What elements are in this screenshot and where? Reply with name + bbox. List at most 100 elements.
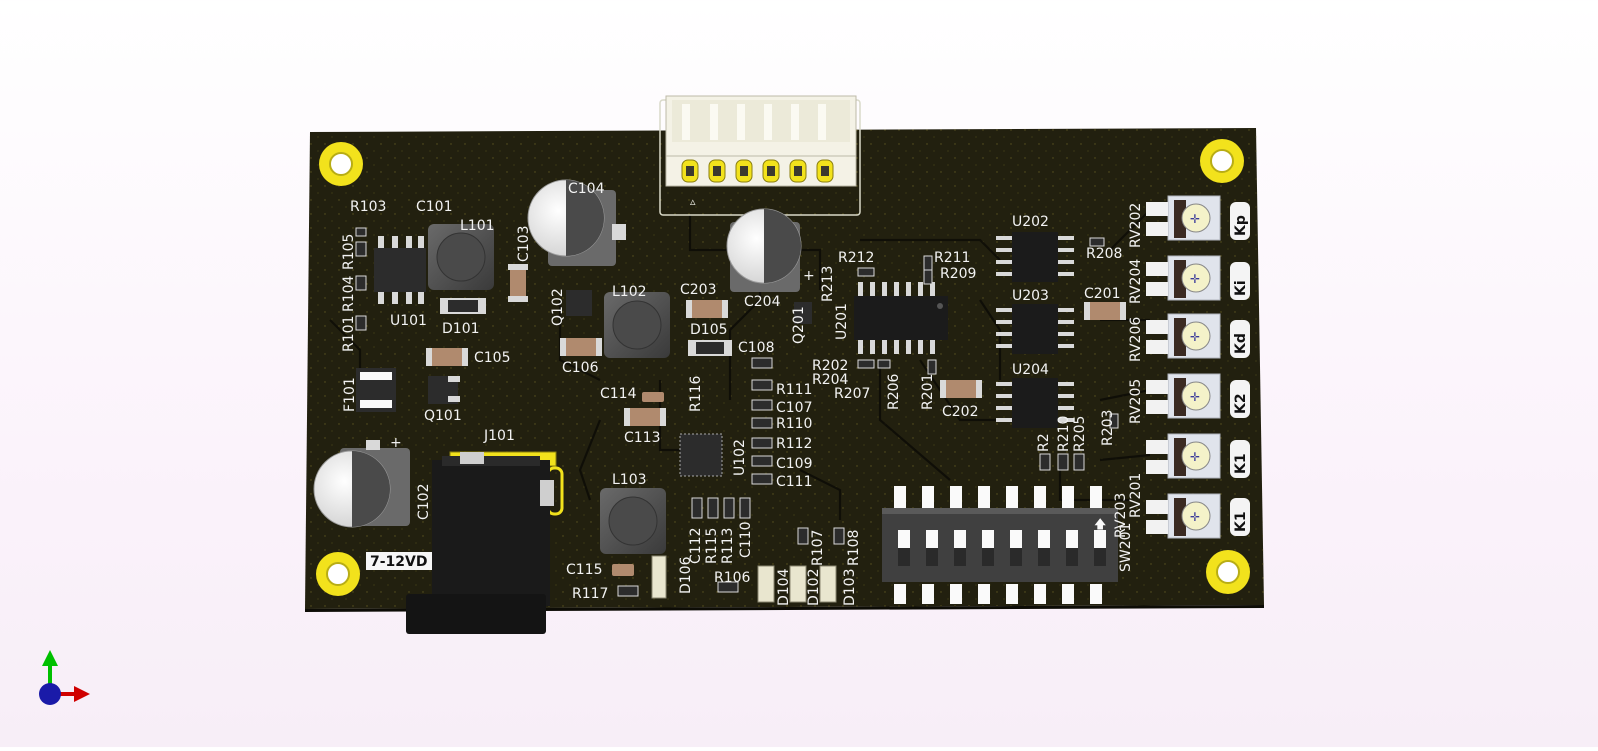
inductor-l102	[604, 292, 670, 358]
knob-label-k1-a: K1	[1233, 453, 1249, 474]
ref-c113: C113	[624, 430, 661, 446]
ref-l103: L103	[612, 472, 647, 488]
ref-r210: R210	[1056, 416, 1072, 452]
mounting-hole-tr	[1200, 139, 1244, 183]
ref-r108: R108	[846, 530, 862, 566]
ic-u101	[374, 236, 426, 304]
transistor-q201	[794, 302, 812, 324]
ref-c115: C115	[566, 562, 603, 578]
ref-d101: D101	[442, 321, 480, 337]
ref-c203: C203	[680, 282, 717, 298]
ref-j101: J101	[483, 428, 515, 444]
ref-r206: R206	[886, 373, 902, 410]
svg-text:✛: ✛	[1190, 212, 1200, 226]
ref-r107: R107	[810, 530, 826, 566]
capacitor-c102: +	[313, 435, 410, 528]
ref-q102: Q102	[550, 288, 566, 326]
ref-u204: U204	[1012, 362, 1049, 378]
ref-r106: R106	[714, 570, 751, 586]
ref-rv204: RV204	[1128, 259, 1144, 304]
ref-c112: C112	[688, 528, 704, 565]
ref-r112: R112	[776, 436, 812, 452]
knob-label-kd: Kd	[1233, 333, 1249, 354]
pot-rv203: ✛	[1146, 493, 1221, 539]
ref-c105: C105	[474, 350, 511, 366]
silkscreen-labels: R103 C101 L101 R105 R104 R101 U101 D101 …	[341, 181, 1144, 606]
pot-rv204: ✛	[1146, 255, 1221, 301]
ref-d104: D104	[776, 568, 792, 606]
diode-d105	[688, 340, 732, 356]
inductor-l103	[600, 488, 666, 554]
power-input-label: 7-12VD	[366, 552, 432, 570]
inductor-l101	[428, 224, 494, 290]
ref-q101: Q101	[424, 408, 462, 424]
mounting-holes	[316, 139, 1250, 596]
ref-rv205: RV205	[1128, 379, 1144, 424]
svg-text:🡅: 🡅	[1094, 517, 1106, 531]
pot-rv201: ✛	[1146, 433, 1221, 479]
ref-d102: D102	[806, 568, 822, 606]
ic-u203	[996, 304, 1074, 354]
ref-rv206: RV206	[1128, 317, 1144, 362]
ref-r212: R212	[838, 250, 874, 266]
ref-d105: D105	[690, 322, 728, 338]
ic-u202	[996, 232, 1074, 282]
ref-r208: R208	[1086, 246, 1122, 262]
knob-label-k2: K2	[1233, 393, 1249, 414]
ref-l101: L101	[460, 218, 495, 234]
trimmer-potentiometers: ✛ ✛ ✛ ✛ ✛ ✛	[1146, 195, 1221, 539]
ref-r115: R115	[704, 528, 720, 564]
svg-text:▵: ▵	[690, 195, 696, 208]
ref-r103: R103	[350, 199, 386, 215]
ref-f101: F101	[342, 377, 358, 412]
ref-c202: C202	[942, 404, 979, 420]
ref-r111: R111	[776, 382, 812, 398]
svg-text:✛: ✛	[1190, 330, 1200, 344]
knob-label-kp: Kp	[1233, 215, 1249, 236]
svg-text:✛: ✛	[1190, 450, 1200, 464]
ref-r113: R113	[720, 528, 736, 564]
ref-r105: R105	[341, 234, 357, 270]
capacitor-c104	[527, 179, 626, 266]
fuse-f101	[356, 368, 396, 412]
power-voltage-label: 7-12VD	[370, 554, 428, 570]
ref-u202: U202	[1012, 214, 1049, 230]
ref-r101: R101	[341, 316, 357, 352]
ref-l102: L102	[612, 284, 647, 300]
ref-r211: R211	[934, 250, 970, 266]
ref-rv201: RV201	[1128, 473, 1144, 518]
svg-text:✛: ✛	[1190, 272, 1200, 286]
knob-label-tags: Kp Ki Kd K2 K1 K1	[1230, 202, 1250, 536]
svg-text:✛: ✛	[1190, 510, 1200, 524]
transistor-q102	[566, 290, 592, 316]
ref-c114: C114	[600, 386, 637, 402]
ref-c106: C106	[562, 360, 599, 376]
ref-r116: R116	[688, 375, 704, 412]
ic-u201	[854, 282, 948, 354]
mounting-hole-bl	[316, 552, 360, 596]
ref-c103: C103	[516, 226, 532, 263]
ref-r201: R201	[920, 374, 936, 410]
ref-c107: C107	[776, 400, 813, 416]
ref-u102: U102	[732, 439, 748, 476]
ref-r104: R104	[341, 275, 357, 312]
ref-c102: C102	[416, 484, 432, 521]
ref-rv203: RV203	[1113, 493, 1129, 538]
ref-r207: R207	[834, 386, 870, 402]
ref-r205: R205	[1072, 416, 1088, 452]
knob-label-ki: Ki	[1233, 280, 1249, 296]
pot-rv205: ✛	[1146, 373, 1221, 419]
ref-sw201: SW201	[1118, 523, 1134, 572]
ref-r202: R202	[812, 358, 848, 374]
transistor-q101	[428, 376, 460, 404]
ic-u204	[996, 378, 1074, 428]
diode-d101	[440, 298, 486, 314]
ref-q201: Q201	[791, 306, 807, 344]
ref-u203: U203	[1012, 288, 1049, 304]
ref-r204: R204	[812, 372, 849, 388]
ref-c111: C111	[776, 474, 813, 490]
knob-label-k1-b: K1	[1233, 511, 1249, 532]
ref-c109: C109	[776, 456, 813, 472]
